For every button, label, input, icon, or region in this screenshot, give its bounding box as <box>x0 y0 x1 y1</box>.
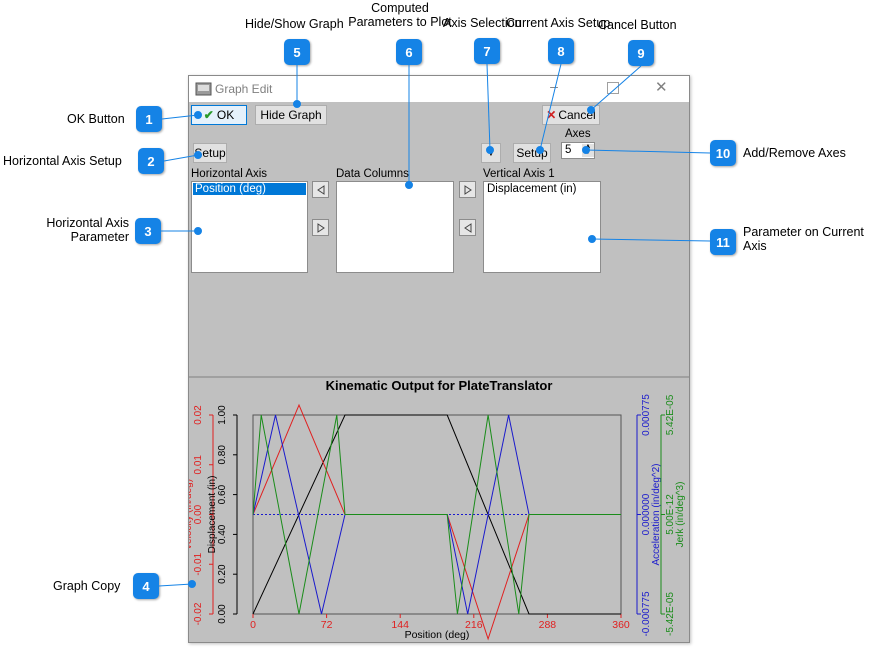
y-tick-label: -0.01 <box>193 552 204 575</box>
chart-title: Kinematic Output for PlateTranslator <box>326 378 553 393</box>
callout-1: 1 <box>136 106 162 132</box>
callout-6: 6 <box>396 39 422 65</box>
remove-from-axis-button[interactable] <box>459 219 476 236</box>
hide-graph-button[interactable]: Hide Graph <box>255 105 327 125</box>
vertical-axis-list[interactable]: Displacement (in) <box>483 181 601 273</box>
vertical-axis-label: Vertical Axis 1 <box>483 168 555 180</box>
callout-9: 9 <box>628 40 654 66</box>
move-right-button[interactable] <box>312 219 329 236</box>
list-item[interactable]: Position (deg) <box>193 183 306 195</box>
callout-5: 5 <box>284 39 310 65</box>
y-tick-label: 0.20 <box>217 564 228 584</box>
callout-8: 8 <box>548 38 574 64</box>
y-tick-label: 0.80 <box>217 445 228 465</box>
y-tick-label: -0.02 <box>193 602 204 625</box>
callout-3: 3 <box>135 218 161 244</box>
y-tick-label: -0.000775 <box>641 591 652 636</box>
y-tick-label: 0.01 <box>193 455 204 475</box>
series-line <box>252 403 621 641</box>
x-tick-label: 144 <box>391 619 409 631</box>
y-tick-label: 5.42E-05 <box>665 394 676 435</box>
series-line <box>252 414 621 615</box>
callout-2: 2 <box>138 148 164 174</box>
axes-spinner[interactable]: 5 ▲▼ <box>561 142 595 159</box>
callout-4: 4 <box>133 573 159 599</box>
y-tick-label: 0.00 <box>193 504 204 524</box>
graph-panel[interactable]: Kinematic Output for PlateTranslator 0 72 1… <box>183 376 689 644</box>
callout-10: 10 <box>710 140 736 166</box>
x-icon: ✕ <box>546 108 557 122</box>
axis-selection-dropdown[interactable]: ▼ <box>481 143 501 163</box>
x-tick-label: 216 <box>465 619 483 631</box>
data-columns-list[interactable] <box>336 181 454 273</box>
list-item[interactable]: Displacement (in) <box>487 183 577 195</box>
chevron-down-icon: ▼ <box>487 148 495 158</box>
current-axis-setup-button[interactable]: Setup <box>513 143 551 163</box>
callout-label-add-remove-axes: Add/Remove Axes <box>743 146 846 160</box>
ok-button-label: OK <box>216 108 235 122</box>
add-to-axis-button[interactable] <box>459 181 476 198</box>
y-tick-label: 1.00 <box>217 405 228 425</box>
callout-label-graph-copy: Graph Copy <box>53 579 121 593</box>
x-tick-label: 360 <box>612 619 630 631</box>
callout-label-horizontal-axis-parameter: Horizontal Axis Parameter <box>46 216 129 244</box>
series-line <box>252 414 621 615</box>
y-tick-label: -5.42E-05 <box>665 592 676 636</box>
x-axis-label: Position (deg) <box>405 629 470 641</box>
callout-label-hide-show-graph: Hide/Show Graph <box>245 17 344 31</box>
spinner-arrows-icon[interactable]: ▲▼ <box>582 143 594 157</box>
callout-label-axis-selection: Axis Selection <box>443 16 522 30</box>
maximize-icon[interactable] <box>607 82 619 94</box>
y-axis-label: Displacement (in) <box>207 476 218 554</box>
app-icon <box>195 82 212 96</box>
y-tick-label: 0.40 <box>217 524 228 544</box>
x-tick-label: 72 <box>321 619 333 631</box>
callout-11: 11 <box>710 229 736 255</box>
callout-label-current-axis-setup: Current Axis Setup <box>506 16 611 30</box>
kinematic-chart: Kinematic Output for PlateTranslator 0 72 1… <box>183 378 686 641</box>
y-tick-label: 0.02 <box>193 405 204 425</box>
horizontal-axis-label: Horizontal Axis <box>191 168 268 180</box>
y-tick-label: 0.000775 <box>641 394 652 436</box>
y-axis-label: Acceleration (in/deg^2) <box>651 464 662 566</box>
ok-button[interactable]: ✔ OK <box>191 105 247 125</box>
axes-value: 5 <box>565 144 572 156</box>
callout-label-cancel-button: Cancel Button <box>598 18 677 32</box>
close-icon[interactable]: ✕ <box>655 79 668 96</box>
callout-label-computed-parameters: Computed Parameters to Plot <box>348 1 452 29</box>
x-tick-label: 0 <box>250 619 256 631</box>
axes-label: Axes <box>565 128 591 140</box>
y-tick-label: 0.00 <box>217 604 228 624</box>
y-tick-label: 5.00E-12 <box>665 494 676 535</box>
y-axis-label: Velocity (in/deg) <box>189 479 194 550</box>
triangle-left-icon <box>463 222 471 233</box>
window-title: Graph Edit <box>215 82 273 96</box>
horizontal-setup-label: Setup <box>194 146 226 160</box>
title-bar: Graph Edit – ✕ <box>189 76 689 102</box>
callout-label-ok: OK Button <box>67 112 125 126</box>
triangle-right-icon <box>317 222 325 233</box>
graph-edit-window: Graph Edit – ✕ ✔ OK Hide Graph ✕ Cancel … <box>183 75 690 644</box>
horizontal-axis-list[interactable]: Position (deg) <box>191 181 308 273</box>
callout-label-parameter-current-axis: Parameter on Current Axis <box>743 225 864 253</box>
minimize-icon[interactable]: – <box>550 78 558 94</box>
x-tick-label: 288 <box>539 619 557 631</box>
callout-label-horizontal-axis-setup: Horizontal Axis Setup <box>3 154 122 168</box>
horizontal-setup-button[interactable]: Setup <box>193 143 227 163</box>
y-tick-label: 0.60 <box>217 484 228 504</box>
callout-7: 7 <box>474 38 500 64</box>
move-left-button[interactable] <box>312 181 329 198</box>
data-columns-label: Data Columns <box>336 168 409 180</box>
check-icon: ✔ <box>203 108 214 122</box>
current-axis-setup-label: Setup <box>516 146 548 160</box>
y-axis-label: Jerk (in/deg^3) <box>675 482 686 548</box>
cancel-button[interactable]: ✕ Cancel <box>542 105 600 125</box>
triangle-left-icon <box>316 184 324 195</box>
cancel-button-label: Cancel <box>558 108 596 122</box>
y-tick-label: 0.000000 <box>641 493 652 535</box>
hide-graph-label: Hide Graph <box>260 108 322 122</box>
triangle-right-icon <box>464 184 472 195</box>
